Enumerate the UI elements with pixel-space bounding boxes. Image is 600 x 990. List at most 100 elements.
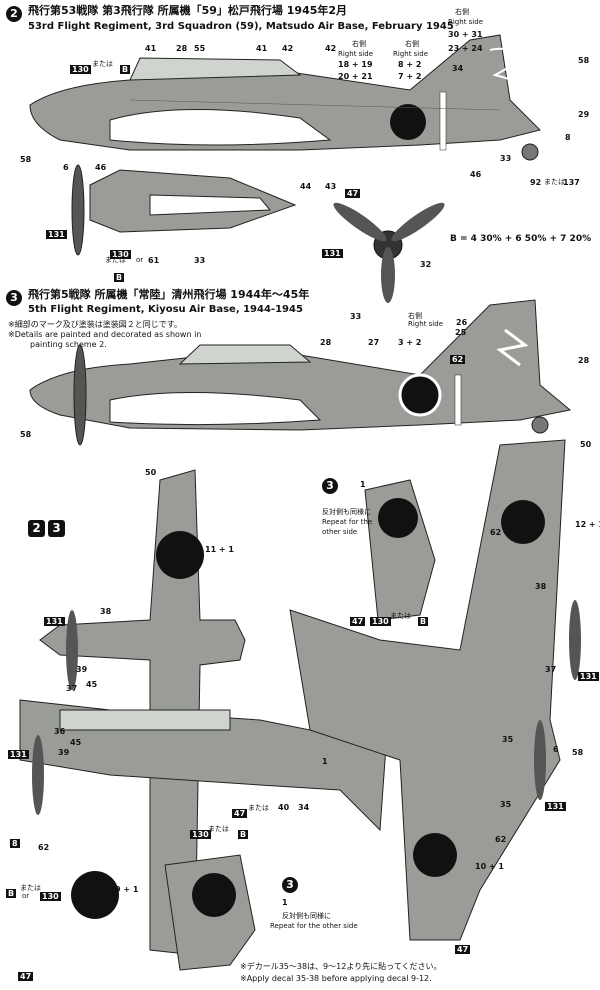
decal-131-right-a: 131	[578, 672, 599, 681]
decal-11-1: 11 + 1	[205, 545, 234, 554]
decal-8: 8	[565, 133, 571, 142]
footnote-jp: ※デカール35〜38は、9〜12より先に貼ってください。	[240, 962, 442, 971]
decal-61: 61	[148, 256, 160, 265]
combined-badge-3: 3	[48, 520, 65, 537]
or-label-left-en: or	[22, 892, 30, 900]
decal-25: 25	[455, 328, 467, 337]
decal-45-b: 45	[70, 738, 82, 747]
decal-9-1: 9 + 1	[115, 885, 139, 894]
decal-10-1: 10 + 1	[475, 862, 504, 871]
decal-B-left: B	[6, 889, 17, 898]
decal-47-right: 47	[350, 617, 366, 626]
decal-58-nose: 58	[20, 155, 32, 164]
or-label-right: または	[390, 612, 411, 620]
decal-28-tail-s3: 28	[578, 356, 590, 365]
decal-34: 34	[452, 64, 464, 73]
decal-8-2: 8 + 2	[398, 60, 422, 69]
scheme2-number-badge: 2	[6, 6, 22, 22]
decal-29: 29	[578, 110, 590, 119]
decal-1-lower: 1	[282, 898, 288, 907]
decal-35-a: 35	[502, 735, 514, 744]
or-label-130-top: または	[92, 60, 113, 68]
decal-38-left: 38	[100, 607, 112, 616]
decal-50-right: 50	[580, 440, 592, 449]
right-side-en-3: Right side	[448, 18, 483, 26]
decal-47-top: 47	[345, 189, 361, 198]
decal-3-2: 3 + 2	[398, 338, 422, 347]
decal-6: 6	[63, 163, 69, 172]
decal-130-engine: 130	[110, 250, 131, 259]
decal-62-right-top: 62	[490, 528, 502, 537]
decal-35-b: 35	[500, 800, 512, 809]
decal-6-right: 6	[553, 745, 559, 754]
or-label-left-jp: または	[20, 884, 41, 892]
decal-7-2: 7 + 2	[398, 72, 422, 81]
repeat-en2-wing: other side	[322, 528, 358, 536]
decal-B-top: B	[120, 65, 131, 74]
decal-37-left: 37	[66, 684, 78, 693]
decal-8-left: 8	[10, 839, 20, 848]
decal-130-mid: 130	[190, 830, 211, 839]
scheme3-title-jp: 飛行第5戦隊 所属機「常陸」清州飛行場 1944年〜45年	[28, 288, 310, 301]
footnote-en: ※Apply decal 35-38 before applying decal…	[240, 974, 432, 983]
decal-41-b: 41	[256, 44, 268, 53]
scheme3-wing-badge: 3	[322, 478, 338, 494]
decal-43: 43	[325, 182, 337, 191]
or-label-mid2: または	[208, 825, 229, 833]
decal-36: 36	[54, 727, 66, 736]
decal-47-bottom-left: 47	[18, 972, 34, 981]
decal-1-wing: 1	[360, 480, 366, 489]
decal-33-engine: 33	[194, 256, 206, 265]
decal-27: 27	[368, 338, 380, 347]
decal-B-engine: B	[114, 273, 125, 282]
decal-45-a: 45	[86, 680, 98, 689]
scheme3-wing-panel	[364, 479, 436, 621]
decal-130-left: 130	[40, 892, 61, 901]
decal-32: 32	[420, 260, 432, 269]
decal-42-b: 42	[325, 44, 337, 53]
decal-55: 55	[194, 44, 206, 53]
scheme3-lower-badge: 3	[282, 877, 298, 893]
decal-130-right: 130	[370, 617, 391, 626]
decal-37-right: 37	[545, 665, 557, 674]
scheme3-number-badge: 3	[6, 290, 22, 306]
decal-131-left-b: 131	[8, 750, 29, 759]
decal-23-24: 23 + 24	[448, 44, 483, 53]
scheme3-title-en: 5th Flight Regiment, Kiyosu Air Base, 19…	[28, 304, 303, 315]
decal-44: 44	[300, 182, 312, 191]
decal-1-mid: 1	[322, 757, 328, 766]
decal-50-left: 50	[145, 468, 157, 477]
decal-12-1: 12 + 1	[575, 520, 600, 529]
decal-26: 26	[456, 318, 468, 327]
scheme2-engine-nacelle	[71, 164, 297, 256]
scheme3-note-en2: painting scheme 2.	[30, 340, 107, 349]
decal-20-21: 20 + 21	[338, 72, 373, 81]
decal-47-mid: 47	[232, 809, 248, 818]
scheme3-note-en1: ※Details are painted and decorated as sh…	[8, 330, 202, 339]
decal-130-top: 130	[70, 65, 91, 74]
right-side-jp-3: 右側	[455, 8, 469, 16]
combined-badge-2: 2	[28, 520, 45, 537]
decal-47-right-bottom: 47	[455, 945, 471, 954]
scheme2-title-en: 53rd Flight Regiment, 3rd Squadron (59),…	[28, 21, 454, 32]
or-label-92: または	[544, 178, 565, 186]
decal-131-right-b: 131	[545, 802, 566, 811]
right-side-jp-1: 右側	[352, 40, 366, 48]
right-side-jp-2: 右側	[405, 40, 419, 48]
repeat-en-lower: Repeat for the other side	[270, 922, 358, 930]
right-side-en-2: Right side	[393, 50, 428, 58]
scheme3-right-side-en: Right side	[408, 320, 443, 328]
decal-18-19: 18 + 19	[338, 60, 373, 69]
decal-28-s3: 28	[320, 338, 332, 347]
paint-mix-formula: B = 4 30% + 6 50% + 7 20%	[450, 234, 592, 244]
topview-right-aircraft	[289, 439, 581, 941]
decal-33-tail: 33	[500, 154, 512, 163]
decal-58-s3: 58	[20, 430, 32, 439]
decal-40: 40	[278, 803, 290, 812]
decal-33-s3: 33	[350, 312, 362, 321]
scheme2-side-profile	[29, 34, 541, 161]
or-label-mid: または	[248, 804, 269, 812]
decal-28: 28	[176, 44, 188, 53]
